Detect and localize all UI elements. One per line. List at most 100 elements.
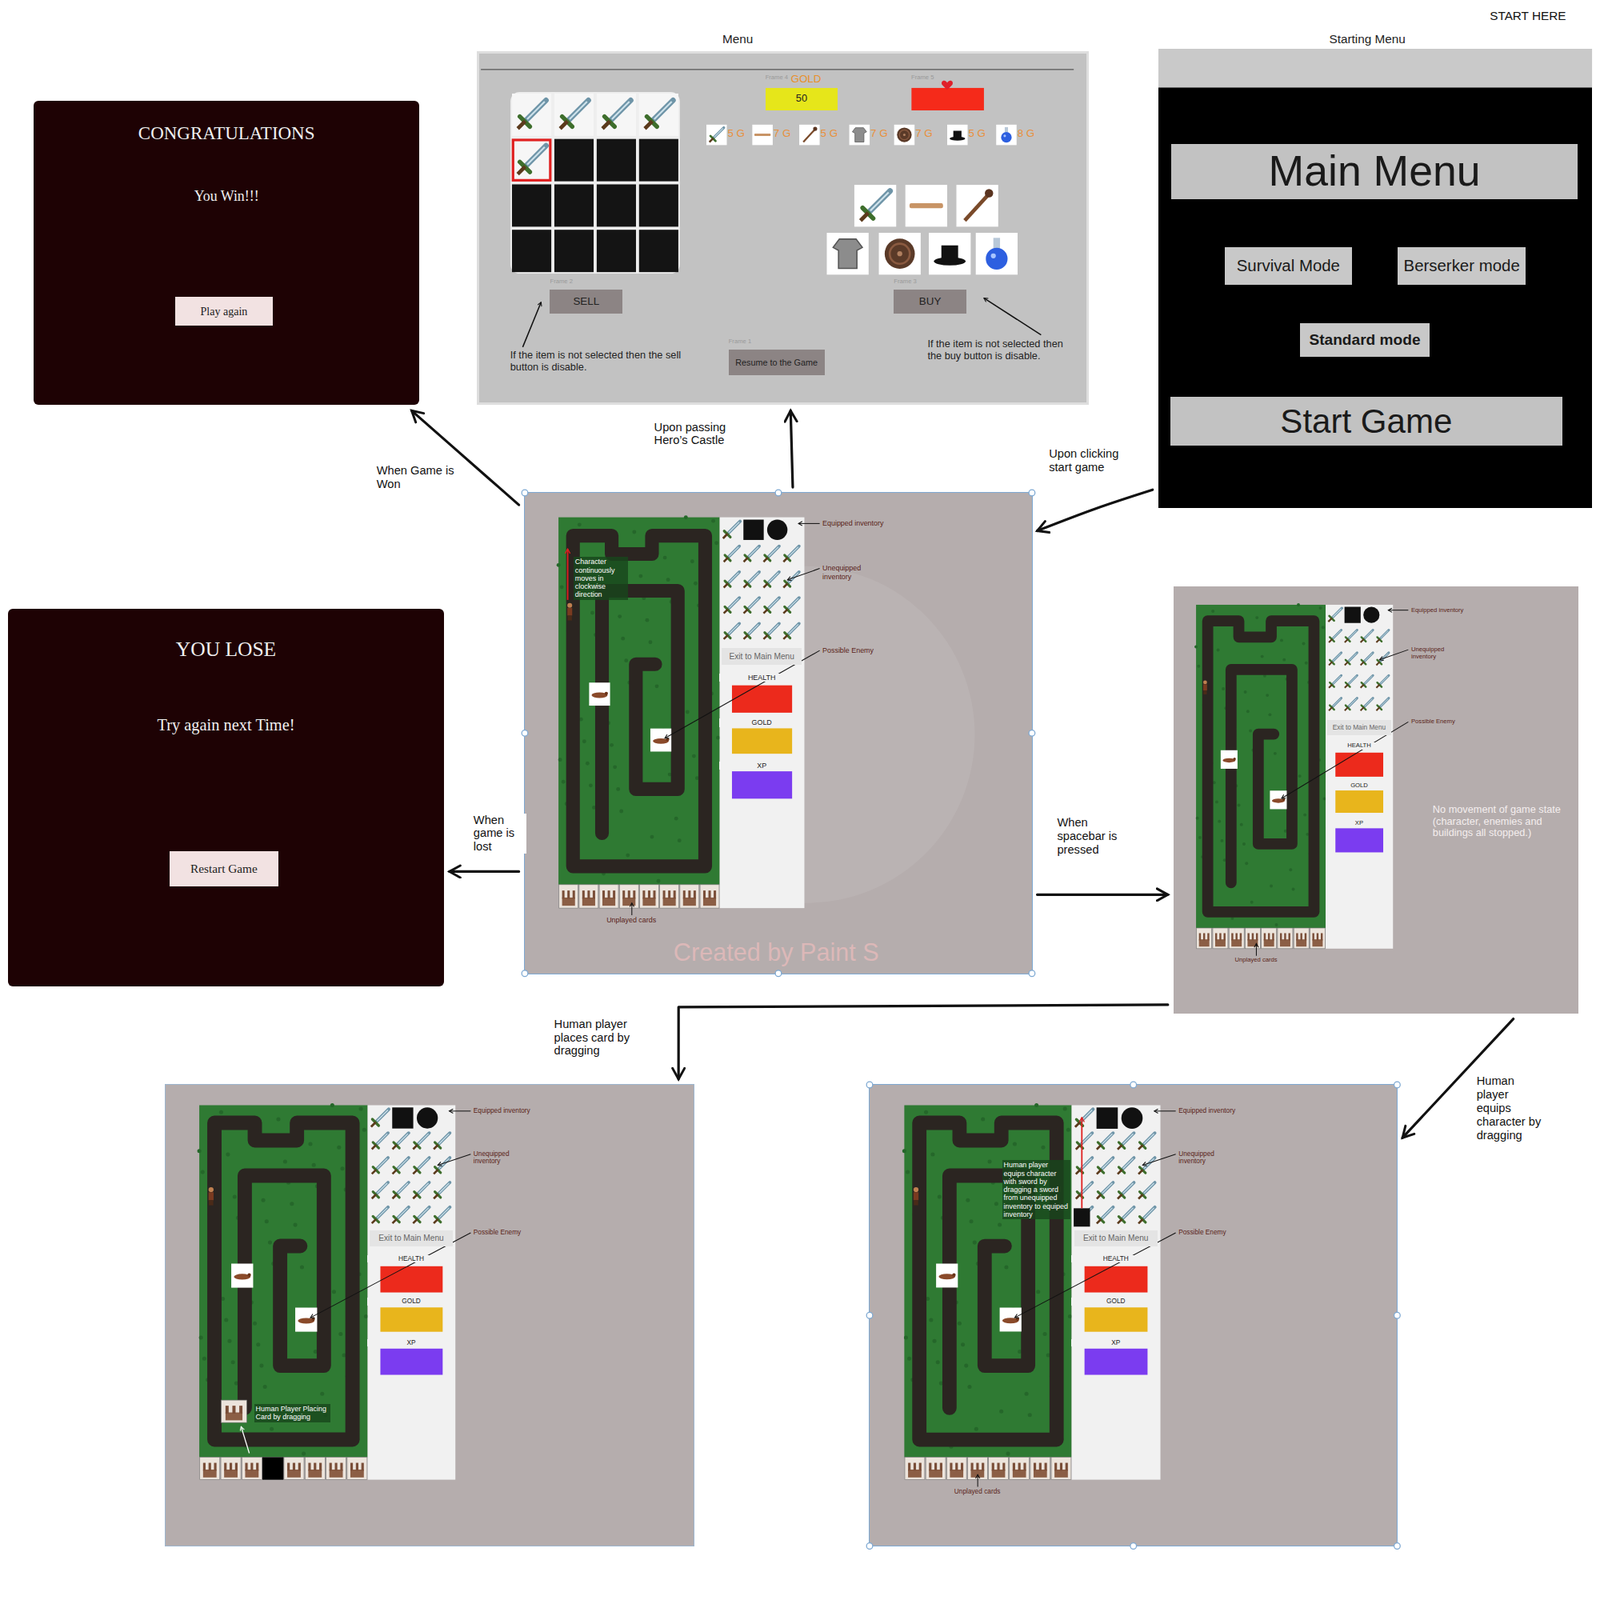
grass-texture <box>964 1363 968 1368</box>
sword-blade <box>727 546 739 558</box>
screen-illustration <box>165 1084 695 1547</box>
castle-tower <box>1288 933 1290 941</box>
castle-wall <box>1054 1469 1068 1478</box>
grass-texture <box>264 1219 268 1224</box>
selection-handle <box>521 489 528 496</box>
inventory-cell <box>512 229 552 272</box>
enemy-slot <box>999 1307 1021 1332</box>
game-screen: Equipped inventoryUnequipped inventoryCh… <box>524 492 1032 974</box>
castle-wall <box>991 1469 1005 1478</box>
sword-icon <box>783 546 800 563</box>
sword-icon <box>412 1207 429 1224</box>
castle-tower <box>960 1462 964 1471</box>
sword-edge <box>788 598 798 608</box>
leader-line <box>631 903 632 916</box>
sword-blade <box>1364 652 1373 662</box>
sword-edge <box>1332 676 1341 684</box>
sword-edge <box>1080 1133 1092 1144</box>
potion-flask <box>985 248 1008 270</box>
castle-tower <box>213 1462 216 1471</box>
grass-texture <box>932 1339 936 1344</box>
sword-edge <box>1123 1133 1134 1144</box>
screen-text: Possible Enemy <box>822 646 874 655</box>
exit-button: Exit to Main Menu <box>1074 1230 1158 1247</box>
grass-texture <box>662 556 667 560</box>
sword-edge <box>376 1109 388 1121</box>
sword-blade <box>376 1132 388 1145</box>
sword-handle <box>392 1169 396 1174</box>
sword-blade <box>567 100 588 121</box>
screen-text: GOLD <box>1325 782 1393 790</box>
menu-title-box: Main Menu <box>1171 144 1578 200</box>
castle-tower <box>1264 933 1266 941</box>
sword-icon <box>433 1182 450 1199</box>
castle-tower <box>1231 933 1233 941</box>
sword-edge <box>438 1208 449 1219</box>
card-face <box>1228 928 1244 949</box>
sword-edge <box>1144 1183 1155 1194</box>
castle-tower <box>1272 933 1274 941</box>
item-slot <box>854 184 896 227</box>
resume-button: Resume to the Game <box>728 349 825 376</box>
shield-boss <box>903 133 906 136</box>
potion-neck <box>992 237 1000 249</box>
sword-blade <box>1332 652 1341 662</box>
castle-wall <box>224 1469 238 1478</box>
sword-handle <box>1376 708 1380 712</box>
grass-texture <box>693 581 698 586</box>
sword-edge <box>376 1133 388 1144</box>
grass-texture <box>1269 884 1273 888</box>
grass-texture <box>1036 1289 1040 1294</box>
grass-texture <box>1291 888 1295 892</box>
sword-blade <box>396 1207 408 1220</box>
leader-line <box>798 523 820 524</box>
castle-card <box>925 1456 946 1480</box>
sword-edge <box>1348 676 1357 684</box>
enemy-slot <box>650 728 672 752</box>
potion-icon <box>985 237 1008 270</box>
grass-texture <box>1268 713 1272 717</box>
card-face <box>925 1456 946 1480</box>
enemy-slot <box>295 1307 317 1332</box>
castle-tower <box>340 1462 343 1471</box>
sword-blade <box>727 572 739 584</box>
screen-text: Unplayed cards <box>606 916 656 924</box>
health-bar <box>380 1266 443 1293</box>
stick-shape <box>754 133 771 136</box>
selection-handle <box>1393 1312 1400 1319</box>
castle-tower <box>1300 933 1302 941</box>
sword-edge <box>1101 1208 1112 1219</box>
card-face <box>619 884 639 908</box>
button-label: Play again <box>200 304 248 318</box>
castle-tower <box>1207 933 1209 941</box>
selection-handle <box>521 970 528 977</box>
button-label: Exit to Main Menu <box>1083 1233 1149 1244</box>
item-slot <box>878 232 920 275</box>
card-face <box>199 1456 220 1480</box>
castle-wall <box>908 1469 922 1478</box>
grass-texture <box>1027 1412 1032 1417</box>
card-face <box>558 884 578 908</box>
screen-text: 5 G <box>727 127 745 140</box>
hero-figure <box>913 1187 919 1206</box>
castle-tower <box>692 890 696 899</box>
sword-icon <box>708 127 724 142</box>
sword-handle <box>1096 1169 1101 1174</box>
paused-screen: Equipped inventoryUnequipped inventoryPo… <box>1173 586 1579 1013</box>
enemy-tile <box>588 682 610 706</box>
sword-handle <box>644 120 652 128</box>
slug-head <box>247 1272 251 1276</box>
grass-texture <box>224 1317 228 1322</box>
grass-texture <box>1322 797 1326 801</box>
grass-texture <box>676 838 681 843</box>
sword-handle <box>1138 1169 1143 1174</box>
sword-blade <box>1332 698 1341 708</box>
castle-tower <box>708 890 711 899</box>
sword-handle <box>763 557 768 562</box>
castle-tower <box>1054 1462 1057 1471</box>
screen-text: 7 G <box>915 127 933 140</box>
grass-texture <box>1194 645 1198 649</box>
grass-texture <box>904 1335 908 1340</box>
castle-tower <box>350 1462 353 1471</box>
castle-tower <box>250 1462 253 1471</box>
